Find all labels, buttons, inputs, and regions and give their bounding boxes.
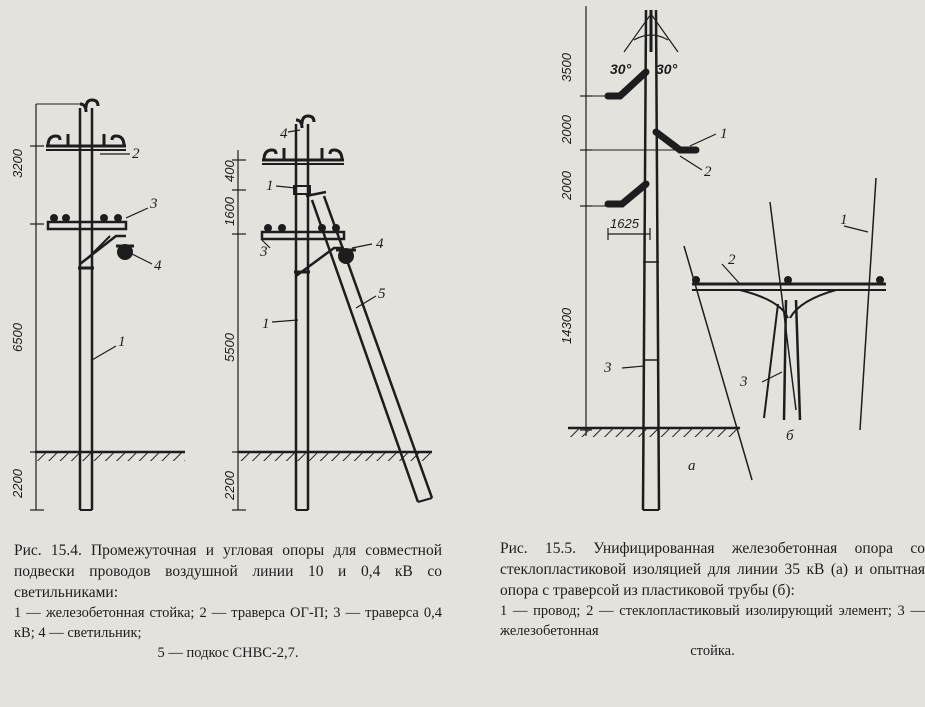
angle-right: 30°: [656, 61, 678, 77]
caption-fig-15-5: Рис. 15.5. Унифицированная железобетонна…: [500, 538, 925, 661]
fig15-5-pole-b: [683, 177, 886, 481]
label-2-insulator: 2: [704, 164, 712, 180]
label-3-pole-b: 3: [739, 374, 748, 390]
label-4-lamp: 4: [376, 236, 384, 252]
label-1-wire: 1: [720, 126, 728, 142]
label-5-strut: 5: [378, 286, 386, 302]
sublabel-b: б: [786, 428, 794, 444]
dim-2000-upper: 2000: [559, 114, 574, 145]
caption-15-4-legend-end: 5 — подкос СНВС-2,7.: [157, 645, 299, 661]
fig15-4-pole-b: [232, 114, 434, 511]
dim-2000-lower: 2000: [559, 170, 574, 201]
label-2: 2: [132, 146, 140, 162]
label-3: 3: [149, 196, 158, 212]
caption-15-5-legend-end: стойка.: [690, 643, 735, 659]
dim-14300: 14300: [559, 307, 574, 344]
caption-15-5-title: Рис. 15.5. Унифицированная железобетонна…: [500, 540, 925, 599]
caption-15-4-legend: 1 — железобетонная стойка; 2 — траверса …: [14, 605, 442, 641]
dim-1600: 1600: [222, 196, 237, 226]
label-2-pipe: 2: [728, 252, 736, 268]
dim-6500: 6500: [10, 322, 25, 352]
fig15-5-pole-a: [568, 6, 740, 511]
dim-400: 400: [222, 160, 237, 182]
dim-3200: 3200: [10, 148, 25, 178]
label-4-top: 4: [280, 126, 288, 142]
caption-15-5-legend: 1 — провод; 2 — стеклопластиковый изолир…: [500, 603, 925, 639]
label-1-wire-b: 1: [840, 212, 848, 228]
dim-1625: 1625: [610, 216, 640, 231]
label-3-pole: 3: [603, 360, 612, 376]
dim-2200-b: 2200: [222, 470, 237, 501]
label-3-b: 3: [259, 244, 268, 260]
sublabel-a: а: [688, 458, 696, 474]
dim-2200-a: 2200: [10, 468, 25, 499]
label-4: 4: [154, 258, 162, 274]
angle-left: 30°: [610, 61, 632, 77]
label-1-clamp: 1: [266, 178, 274, 194]
label-1: 1: [118, 334, 126, 350]
dim-3500: 3500: [559, 52, 574, 82]
figures-drawing: 3200 6500 2200 2 3 4 1: [10, 6, 886, 511]
fig15-4-pole-a: [30, 98, 185, 511]
caption-fig-15-4: Рис. 15.4. Промежуточная и угловая опоры…: [14, 540, 442, 663]
label-1-pole: 1: [262, 316, 270, 332]
caption-15-4-title: Рис. 15.4. Промежуточная и угловая опоры…: [14, 542, 442, 601]
ground-hatch: [35, 452, 185, 461]
dim-5500: 5500: [222, 332, 237, 362]
